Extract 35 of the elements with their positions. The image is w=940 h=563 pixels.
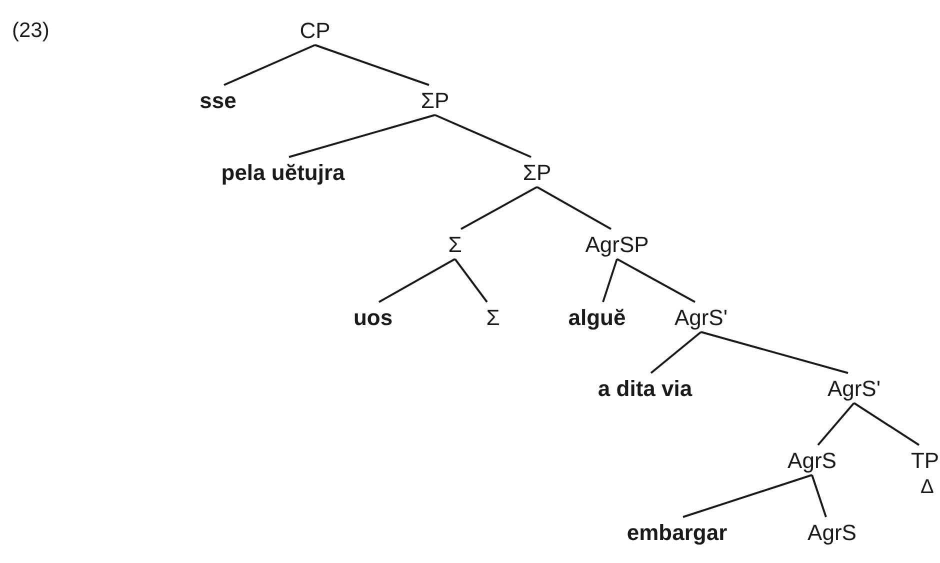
tree-branch <box>454 258 488 303</box>
word-label: sse <box>200 88 236 114</box>
example-number: (23) <box>12 18 50 44</box>
tree-branch <box>811 474 827 518</box>
category-label: CP <box>300 18 330 44</box>
category-label: AgrS' <box>827 376 881 402</box>
category-label: ΣP <box>420 88 450 114</box>
tree-branch <box>314 44 430 86</box>
word-label: pela uĕtujra <box>221 160 345 186</box>
tree-branch <box>536 186 612 230</box>
tree-branch <box>460 186 538 230</box>
tree-branch <box>817 402 855 446</box>
category-label: Σ <box>486 305 500 331</box>
tree-branch <box>650 331 702 374</box>
tree-branch <box>700 331 848 374</box>
tree-branch <box>682 474 812 518</box>
tree-branch <box>224 44 316 86</box>
tree-branch <box>853 402 920 446</box>
tree-branch <box>616 258 696 303</box>
category-label: AgrS <box>808 520 856 546</box>
tree-branch <box>288 114 436 158</box>
tree-branch <box>602 258 618 302</box>
category-label: AgrS' <box>674 305 728 331</box>
word-label: alguĕ <box>568 305 626 331</box>
tree-branch <box>434 114 532 158</box>
word-label: a dita via <box>598 376 692 402</box>
category-label: Σ <box>448 232 462 258</box>
triangle-symbol: Δ <box>920 476 934 498</box>
word-label: uos <box>353 305 393 331</box>
category-label: ΣP <box>522 160 552 186</box>
tree-branch <box>378 258 456 303</box>
word-label: embargar <box>626 520 728 546</box>
category-label: TP <box>910 448 940 474</box>
category-label: AgrS <box>788 448 836 474</box>
category-label: AgrSP <box>585 232 649 258</box>
